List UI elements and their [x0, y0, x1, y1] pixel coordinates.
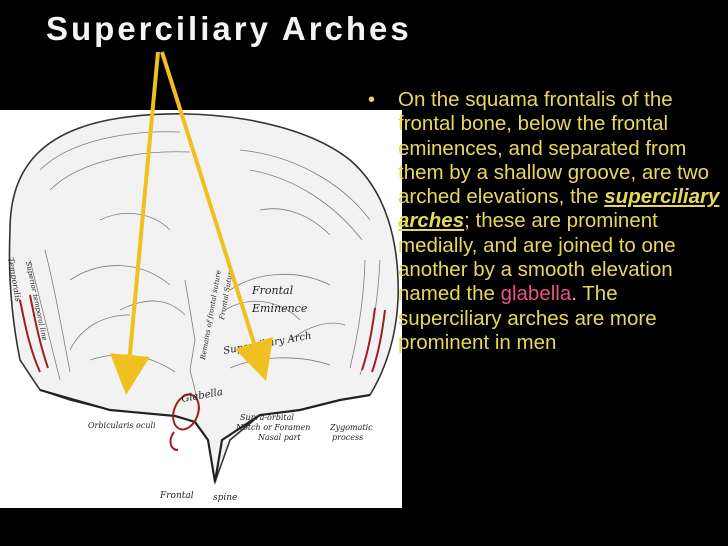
bullet-text-part1: On the squama frontalis of the frontal b…: [398, 88, 710, 209]
label-process: process: [332, 433, 363, 442]
slide-title: Superciliary Arches: [46, 10, 412, 47]
label-frontal-spine-b: spine: [213, 493, 237, 503]
bullet-text-part3: . The superciliary arches are more promi…: [398, 282, 657, 354]
arrow-right: [160, 51, 274, 382]
label-supraorbital: Supra-orbital: [240, 413, 294, 422]
bullet-text-part2: ; these are prominent medially, and are …: [398, 209, 676, 306]
label-notch-foramen: Notch or Foramen: [235, 423, 310, 432]
label-eminence: Eminence: [251, 302, 308, 315]
label-nasal-part: Nasal part: [257, 433, 301, 442]
label-orbicularis: Orbicularis oculi: [88, 421, 156, 430]
bullet-point: • On the squama frontalis of the frontal…: [368, 88, 720, 355]
arrow-left: [109, 51, 160, 395]
term-superciliary-arches: superciliary arches: [398, 185, 720, 233]
label-zygomatic: Zygomatic: [329, 423, 373, 432]
bullet-dot-icon: •: [368, 89, 376, 111]
label-frontal: Frontal: [251, 284, 294, 297]
bullet-text: On the squama frontalis of the frontal b…: [398, 88, 720, 355]
term-glabella: glabella: [500, 282, 572, 306]
bone-outline: [8, 113, 399, 486]
label-frontal-spine-a: Frontal: [159, 491, 194, 501]
